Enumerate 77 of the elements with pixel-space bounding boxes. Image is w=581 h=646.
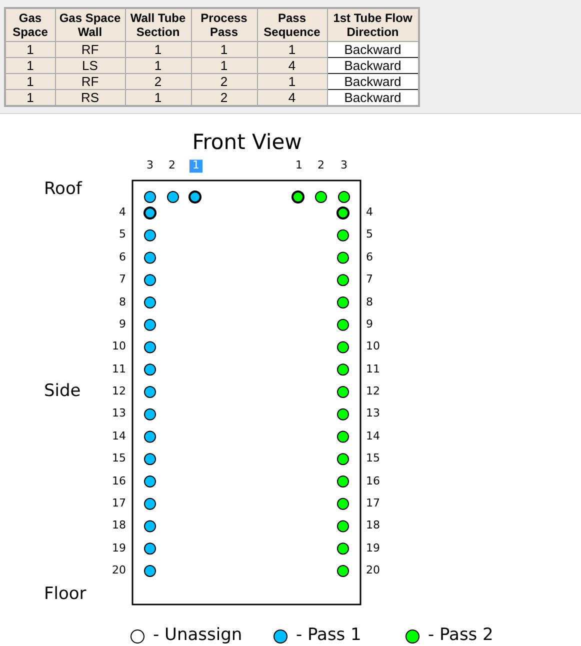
row-number: 18 [112,520,126,533]
row-number: 16 [366,475,380,488]
row-number: 11 [112,363,126,376]
row-number: 15 [112,452,126,466]
row-number: 4 [119,206,126,220]
column-header: 1st Tube Flow Direction [327,8,419,42]
row-number: 13 [366,408,380,421]
row-number: 18 [366,520,380,533]
row-number: 20 [112,564,126,578]
table-cell: RF [55,74,125,90]
table-cell: 1 [5,42,55,58]
column-number: 2 [318,160,324,172]
column-header: Gas Space Wall [55,8,125,42]
row-number: 7 [366,274,373,286]
table-cell: 1 [5,90,55,106]
row-number: 16 [112,475,126,488]
row-number: 14 [366,430,380,444]
row-number: 10 [112,340,126,354]
legend-label: - Unassign [153,626,242,646]
column-header: Process Pass [191,8,257,42]
row-number: 8 [119,296,126,309]
table-cell: 1 [125,90,191,106]
column-header: Gas Space [5,8,55,42]
row-number: 17 [366,498,380,510]
row-number: 20 [366,564,380,578]
table-cell: 2 [191,74,257,90]
view-title: Front View [192,130,302,154]
selected-column-number: 1 [190,160,202,172]
table-cell: Backward [327,74,419,90]
legend-label: - Pass 2 [428,626,494,646]
row-number: 4 [366,206,373,220]
column-number: 3 [340,160,348,172]
row-number: 10 [366,340,380,354]
row-number: 13 [112,408,126,421]
column-number: 1 [296,160,302,172]
row-number: 12 [112,386,126,398]
row-number: 9 [366,318,373,332]
table-cell: 4 [257,58,327,74]
column-number: 2 [168,160,176,172]
row-number: 6 [366,251,373,264]
table-cell: 1 [257,74,327,90]
column-number: 3 [146,160,154,172]
row-number: 19 [112,542,126,555]
table-cell: 1 [191,58,257,74]
column-header: Pass Sequence [257,8,327,42]
table-cell: RF [55,42,125,58]
row-number: 8 [366,296,373,309]
table-cell: Backward [327,42,419,58]
row-number: 5 [366,229,373,242]
row-number: 9 [119,318,126,332]
table-cell: 2 [125,74,191,90]
row-number: 7 [119,274,126,286]
table-cell: Backward [327,90,419,106]
wall-label: Floor [44,585,86,605]
row-number: 19 [366,542,380,555]
table-cell: 1 [5,58,55,74]
wall-label: Side [44,382,81,402]
row-number: 17 [112,498,126,510]
table-cell: 1 [257,42,327,58]
table-cell: LS [55,58,125,74]
table-cell: 2 [191,90,257,106]
row-number: 15 [366,452,380,466]
table-cell: Backward [327,58,419,74]
row-number: 5 [119,229,126,242]
table-cell: 1 [125,58,191,74]
column-header: Wall Tube Section [125,8,191,42]
row-number: 14 [112,430,126,444]
wall-label: Roof [44,180,82,200]
row-number: 6 [119,251,126,264]
legend-label: - Pass 1 [296,626,362,646]
table-cell: RS [55,90,125,106]
table-cell: 1 [125,42,191,58]
table-cell: 1 [191,42,257,58]
row-number: 12 [366,386,380,398]
table-cell: 4 [257,90,327,106]
table-cell: 1 [5,74,55,90]
row-number: 11 [366,363,380,376]
